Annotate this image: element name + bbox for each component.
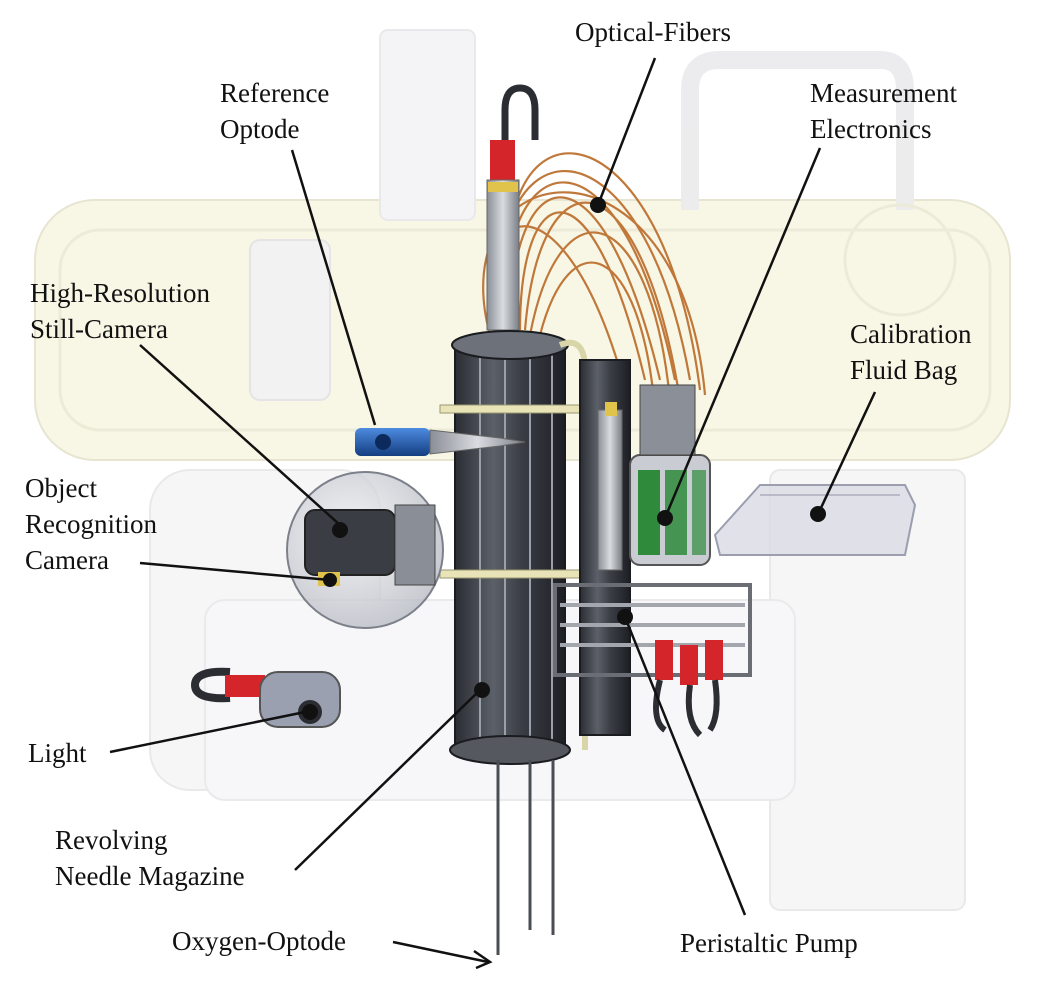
label-oxygen-optode: Oxygen-Optode <box>172 926 346 956</box>
camera-sphere <box>286 471 444 629</box>
reference-optode-probe <box>355 428 526 456</box>
label-revolving-needle-magazine: Revolving Needle Magazine <box>55 825 245 891</box>
light-unit <box>190 667 341 728</box>
measurement-electronics <box>629 384 711 566</box>
label-calibration-fluid-bag: Calibration Fluid Bag <box>850 319 972 385</box>
label-reference-optode: Reference Optode <box>220 78 330 144</box>
secondary-column <box>579 359 631 736</box>
peristaltic-pump <box>553 583 752 738</box>
label-light: Light <box>28 738 87 768</box>
needles <box>496 760 555 955</box>
reference-optode-body <box>486 84 539 331</box>
label-object-recognition-camera: Object Recognition Camera <box>25 473 157 575</box>
label-optical-fibers: Optical-Fibers <box>575 17 731 47</box>
revolving-needle-magazine <box>439 330 588 765</box>
label-measurement-electronics: Measurement Electronics <box>810 78 957 144</box>
label-peristaltic-pump: Peristaltic Pump <box>680 928 858 958</box>
leader-lines <box>109 57 877 970</box>
leader-dots <box>302 197 826 720</box>
label-high-res-camera: High-Resolution Still-Camera <box>30 278 210 344</box>
